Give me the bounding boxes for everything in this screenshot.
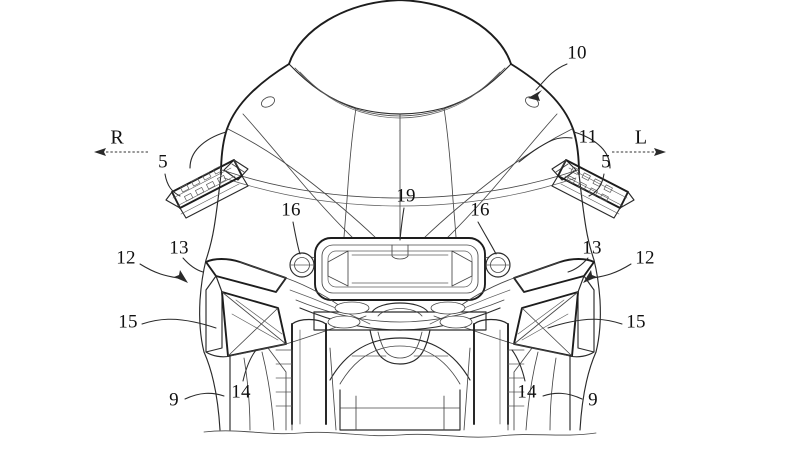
side-duct-left	[205, 258, 371, 358]
reference-label-13-left: 13	[169, 237, 189, 258]
break-line	[203, 430, 597, 438]
direction-label-R: R	[110, 127, 124, 149]
reference-label-19: 19	[396, 185, 416, 206]
handlebar-grip-right	[165, 159, 249, 219]
reference-label-5-left: 5	[158, 151, 168, 172]
reference-label-13-right: 13	[582, 237, 602, 258]
mirror-mount-left	[289, 252, 315, 278]
reference-label-15-right: 15	[626, 311, 646, 332]
reference-label-9-right: 9	[588, 389, 598, 410]
reference-label-16-right: 16	[470, 199, 490, 220]
reference-label-16-left: 16	[281, 199, 301, 220]
lower-cowl-right	[507, 347, 597, 431]
reference-label-14-left: 14	[231, 381, 251, 402]
headlight-unit	[299, 237, 501, 301]
reference-label-5-right: 5	[601, 151, 611, 172]
fork-and-clamp-assembly	[291, 299, 509, 431]
direction-indicator-R	[94, 148, 148, 156]
leader-lines	[139, 63, 632, 400]
reference-label-12-right: 12	[635, 247, 655, 268]
handlebar-grip-left	[551, 159, 635, 219]
reference-label-12-left: 12	[116, 247, 136, 268]
direction-label-L: L	[635, 127, 647, 149]
reference-label-10: 10	[567, 42, 587, 63]
front-cowl	[189, 63, 611, 353]
reference-label-9-left: 9	[169, 389, 179, 410]
side-duct-right	[429, 258, 595, 358]
direction-indicator-L	[612, 148, 666, 156]
mirror-mount-right	[485, 252, 511, 278]
reference-label-14-right: 14	[517, 381, 537, 402]
lower-cowl-left	[203, 347, 293, 431]
reference-label-11: 11	[579, 126, 598, 147]
windscreen	[288, 0, 512, 119]
reference-label-15-left: 15	[118, 311, 138, 332]
label-layer: R L 10 11 5 5 19 16 16 12 13 13 12 15 15…	[110, 42, 654, 410]
